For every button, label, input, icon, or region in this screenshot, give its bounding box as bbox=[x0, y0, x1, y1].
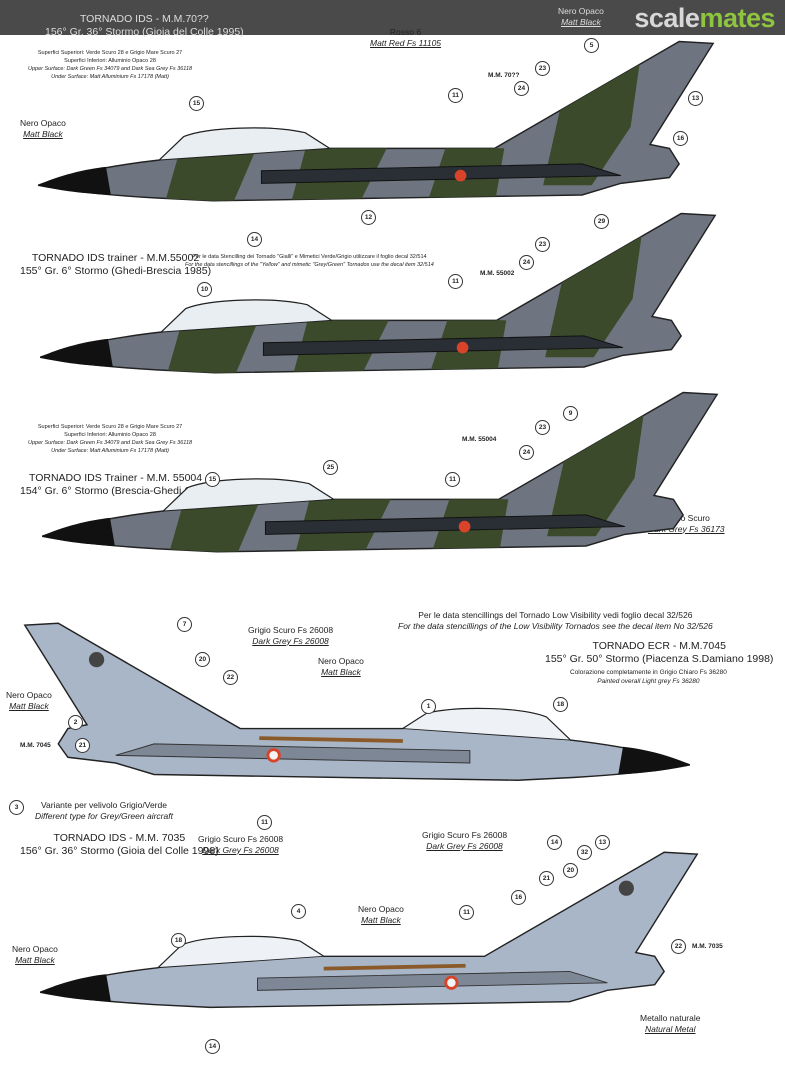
serial: M.M. 55004 bbox=[462, 436, 497, 443]
serial: M.M. 55002 bbox=[480, 270, 515, 277]
callout: 24 bbox=[519, 445, 534, 460]
callout: 12 bbox=[361, 210, 376, 225]
callout: 14 bbox=[247, 232, 262, 247]
callout: 11 bbox=[445, 472, 460, 487]
callout: 21 bbox=[75, 738, 90, 753]
serial: M.M. 70?? bbox=[488, 72, 520, 79]
scalemates-logo[interactable]: scalemates bbox=[634, 3, 775, 33]
callout: 22 bbox=[223, 670, 238, 685]
callout: 9 bbox=[563, 406, 578, 421]
callout: 14 bbox=[547, 835, 562, 850]
serial: M.M. 7035 bbox=[692, 943, 723, 950]
callout: 23 bbox=[535, 420, 550, 435]
callout: 18 bbox=[553, 697, 568, 712]
callout: 21 bbox=[539, 871, 554, 886]
callout: 15 bbox=[205, 472, 220, 487]
serial: M.M. 7045 bbox=[20, 742, 51, 749]
callout: 3 bbox=[9, 800, 24, 815]
callout: 10 bbox=[197, 282, 212, 297]
callout: 20 bbox=[563, 863, 578, 878]
tornado-profile-camo bbox=[38, 38, 718, 216]
callout: 5 bbox=[584, 38, 599, 53]
callout: 24 bbox=[514, 81, 529, 96]
tornado-profile-grey bbox=[40, 838, 702, 1033]
callout: 11 bbox=[257, 815, 272, 830]
callout: 14 bbox=[205, 1039, 220, 1054]
paint-notes: Superfici Superiori: Verde Scuro 28 e Gr… bbox=[28, 424, 193, 454]
paint-notes: Superfici Superiori: Verde Scuro 28 e Gr… bbox=[28, 50, 193, 80]
header-bar: scalemates bbox=[0, 0, 785, 35]
callout: 23 bbox=[535, 237, 550, 252]
callout: 25 bbox=[323, 460, 338, 475]
callout: 1 bbox=[421, 699, 436, 714]
callout: 20 bbox=[195, 652, 210, 667]
tornado-profile-camo bbox=[40, 210, 720, 388]
callout: 13 bbox=[595, 835, 610, 850]
tornado-profile-grey bbox=[20, 600, 690, 815]
callout: 16 bbox=[511, 890, 526, 905]
callout: 7 bbox=[177, 617, 192, 632]
callout: 23 bbox=[535, 61, 550, 76]
profile-title: TORNADO IDS - M.M.70??156° Gr. 36° Storm… bbox=[45, 13, 244, 39]
callout: 13 bbox=[688, 91, 703, 106]
callout: 32 bbox=[577, 845, 592, 860]
callout: 16 bbox=[673, 131, 688, 146]
callout: 11 bbox=[459, 905, 474, 920]
lowvis-note: Per le data stencillings del Tornado Low… bbox=[398, 610, 713, 631]
callout: 15 bbox=[189, 96, 204, 111]
paint-note: Colorazione completamente in Grigio Chia… bbox=[570, 669, 727, 686]
callout: 18 bbox=[171, 933, 186, 948]
stencil-note: Per le data Stencilling dei Tornado "Gia… bbox=[185, 254, 434, 268]
callout: 2 bbox=[68, 715, 83, 730]
callout: 24 bbox=[519, 255, 534, 270]
tornado-profile-camo bbox=[42, 378, 722, 578]
callout: 4 bbox=[291, 904, 306, 919]
callout: 29 bbox=[594, 214, 609, 229]
callout: 11 bbox=[448, 274, 463, 289]
callout: 11 bbox=[448, 88, 463, 103]
callout: 22 bbox=[671, 939, 686, 954]
